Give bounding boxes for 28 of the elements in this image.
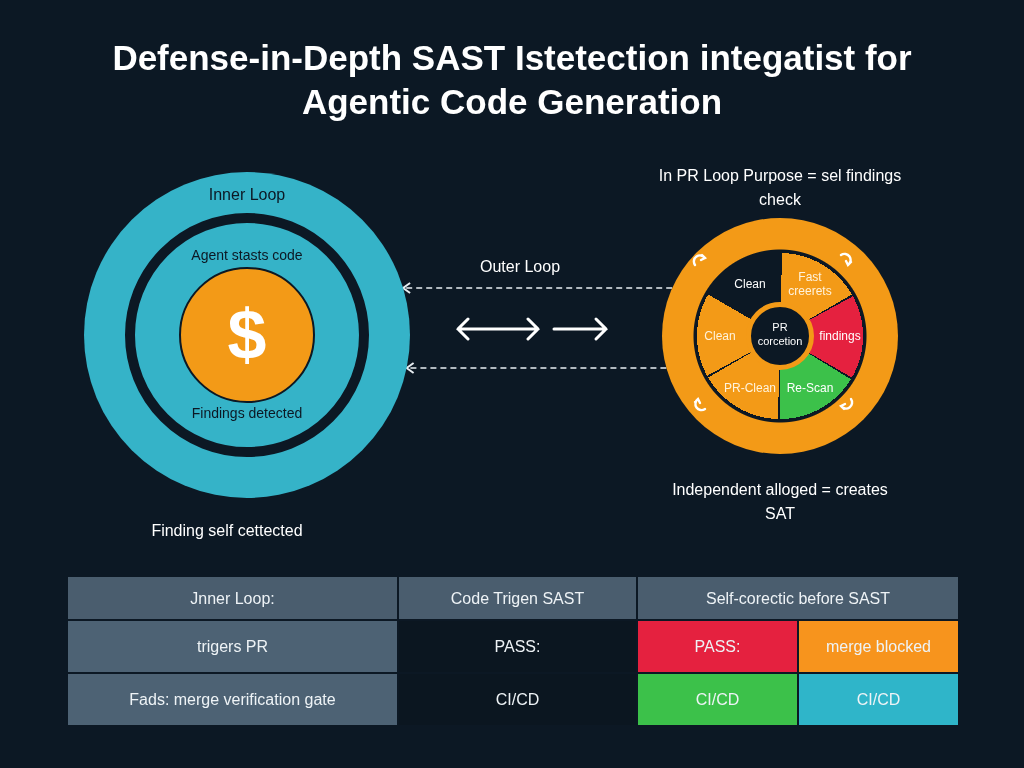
status-cell: PASS:	[398, 620, 637, 673]
wheel-note: Independent alloged = creates SAT	[671, 480, 889, 524]
status-cell: PASS:	[637, 620, 798, 673]
status-cell: CI/CD	[637, 673, 798, 726]
title: Defense-in-Depth SAST Istetection integatist for Agentic Code Generation	[111, 37, 913, 123]
status-cell: CI/CD	[398, 673, 637, 726]
segment-label: PR-Clean	[723, 373, 777, 403]
table-cell: trigers PR	[67, 620, 398, 673]
segment-label: findings	[813, 321, 867, 351]
hub-label: PR corcetion	[756, 320, 804, 348]
ring-label: Findings detected	[190, 405, 304, 421]
dashed-arrow	[402, 282, 673, 294]
segment-label: Fast creerets	[783, 269, 837, 299]
segment-label: Clean	[723, 269, 777, 299]
ring-label: Agent stasts code	[190, 247, 304, 263]
dashed-arrow	[405, 362, 668, 374]
header-cell: Jnner Loop:	[67, 576, 398, 620]
ring-caption: Finding self cettected	[150, 522, 304, 540]
status-cell: CI/CD	[798, 673, 959, 726]
segment-label: Clean	[693, 321, 747, 351]
status-cell: merge blocked	[798, 620, 959, 673]
ring-label: Inner Loop	[207, 186, 287, 204]
wheel-heading: In PR Loop Purpose = sel findings check	[657, 166, 903, 210]
dollar-sign: $	[226, 297, 268, 373]
header-cell: Code Trigen SAST	[398, 576, 637, 620]
segment-label: Re-Scan	[783, 373, 837, 403]
table-cell: Fads: merge verification gate	[67, 673, 398, 726]
header-cell: Self-corectic before SAST	[637, 576, 959, 620]
